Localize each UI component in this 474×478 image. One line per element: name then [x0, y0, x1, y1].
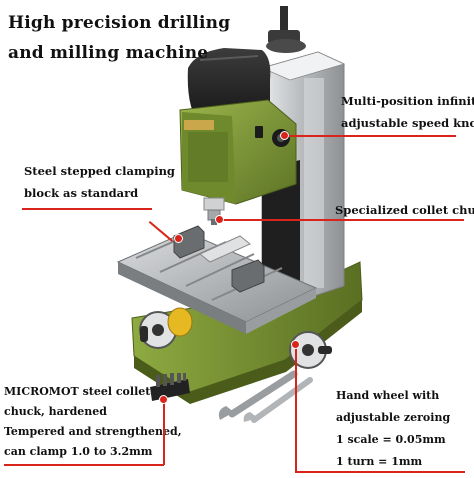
clamping-block-leader	[22, 208, 152, 210]
callout-collet-chuck: Specialized collet chuck	[335, 203, 474, 217]
callout-hand-wheel-line-3: 1 scale = 0.05mm	[336, 433, 446, 446]
hand-wheel-leader-vertical	[295, 344, 297, 472]
collet-chuck-leader	[218, 219, 464, 221]
callout-clamping-block-line-1: Steel stepped clamping	[24, 164, 175, 178]
callout-clamping-block: Steel stepped clamping block as standard	[24, 160, 175, 204]
collet-chuck-marker	[215, 215, 224, 224]
speed-knob-marker	[280, 131, 289, 140]
callout-collet-kit-line-1: MICROMOT steel collet	[4, 385, 151, 398]
collet-kit-marker	[159, 395, 168, 404]
collet-kit-leader-vertical	[163, 400, 165, 465]
callout-speed-knob: Multi-position infinitely adjustable spe…	[341, 90, 474, 134]
collet-kit-leader	[4, 464, 164, 466]
callout-hand-wheel-line-2: adjustable zeroing	[336, 411, 451, 424]
callout-hand-wheel-line-4: 1 turn = 1mm	[336, 455, 423, 468]
wrench-icon	[218, 370, 313, 423]
page-title-line-2: and milling machine	[8, 43, 209, 63]
callout-hand-wheel: Hand wheel with adjustable zeroing 1 sca…	[336, 385, 450, 473]
callout-speed-knob-line-1: Multi-position infinitely	[341, 94, 474, 108]
hand-wheel-marker	[291, 340, 300, 349]
callout-speed-knob-line-2: adjustable speed knob	[341, 116, 474, 130]
callout-collet-kit-line-2: chuck, hardened	[4, 405, 107, 418]
clamping-block-marker	[174, 234, 183, 243]
callout-hand-wheel-line-1: Hand wheel with	[336, 389, 440, 402]
callout-clamping-block-line-2: block as standard	[24, 186, 139, 200]
callout-collet-kit-line-3: Tempered and strengthened,	[4, 425, 182, 438]
callout-collet-kit-line-4: can clamp 1.0 to 3.2mm	[4, 445, 153, 458]
speed-knob-leader	[284, 135, 456, 137]
hand-wheel-leader	[295, 471, 465, 473]
page-title-line-1: High precision drilling	[8, 13, 231, 33]
callout-collet-kit: MICROMOT steel collet chuck, hardened Te…	[4, 382, 182, 462]
